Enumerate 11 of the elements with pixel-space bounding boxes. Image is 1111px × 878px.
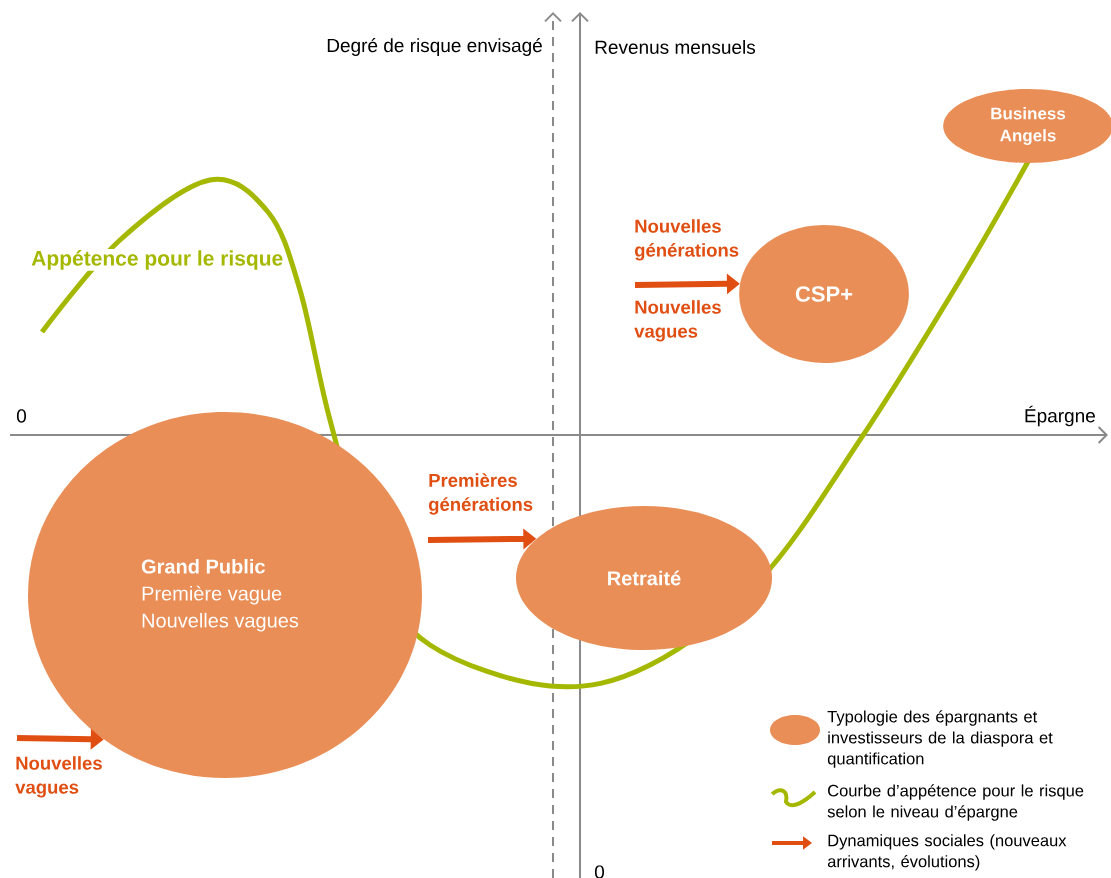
legend-text: Dynamiques sociales (nouveaux arrivants, évolutions)	[827, 834, 1067, 871]
axis-label: Épargne	[1025, 405, 1095, 427]
axis-label: 0	[16, 409, 27, 423]
legend-text: Courbe d’appétence pour le risque selon le niveau d’épargne	[827, 784, 1084, 821]
axis-label: 0	[594, 865, 604, 878]
curve-label: Appétence pour le risque	[30, 249, 285, 271]
legend-text: Typologie des épargnants et investisseurs de la diaspora et quantification	[827, 710, 1053, 768]
axis-label: Degré de risque envisagé	[327, 38, 542, 56]
dynamics-label: Nouvelles vagues	[634, 300, 721, 342]
edge-label: Nouvelles générations	[634, 219, 739, 261]
axis-label: Revenus mensuels	[595, 40, 756, 54]
